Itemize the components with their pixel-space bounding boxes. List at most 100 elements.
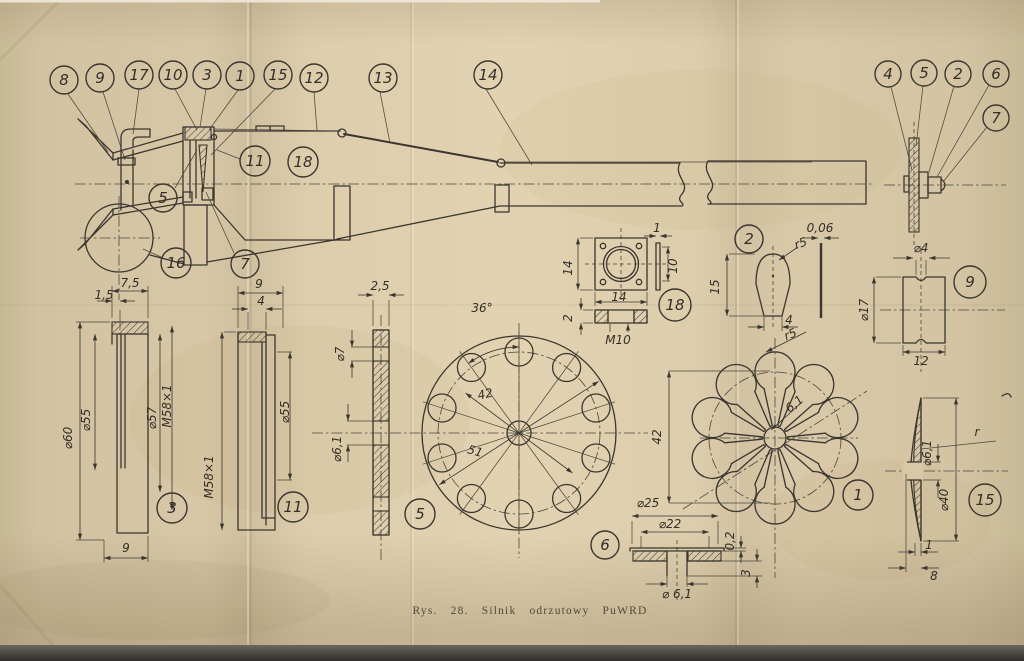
tail-cone <box>213 128 510 240</box>
engine-assembly-view: 8 9 17 10 3 1 15 12 13 14 5 7 11 16 18 <box>49 60 875 300</box>
callout-end-6: 6 <box>982 60 1010 88</box>
callout-13: 13 <box>368 63 398 93</box>
part-number-circle-2: 2 <box>734 224 764 254</box>
stain <box>500 70 900 230</box>
callout-number: 7 <box>991 109 1001 127</box>
wire-eyelet <box>337 128 347 138</box>
callout-leader-lines <box>890 84 990 183</box>
part-number: 11 <box>283 498 302 516</box>
fold-crease-right-light <box>737 0 739 650</box>
dim-label: 14 <box>561 260 575 275</box>
dim-label: 1 <box>925 538 933 552</box>
dim-label: ⌀55 <box>278 401 292 424</box>
dim-label: ⌀ 6,1 <box>662 587 692 601</box>
part-detail-5: 36° 42 51 2,5 ⌀7 ⌀6,1 5 <box>312 279 648 560</box>
dim-label: 9 <box>255 277 263 291</box>
spark-plug <box>117 128 151 211</box>
dim-label: ⌀40 <box>937 488 951 511</box>
dim-label: 2 <box>561 314 575 322</box>
dim-label: r5 <box>782 325 799 343</box>
dim-label: 14 <box>611 290 626 304</box>
valve-head <box>182 126 218 206</box>
part-number: 15 <box>975 491 994 509</box>
dim-label: 4 <box>257 294 265 308</box>
part-detail-11: 9 4 M58×1 ⌀55 11 <box>202 277 309 531</box>
callout-inner-18: 18 <box>287 146 319 178</box>
callout-end-4: 4 <box>874 60 902 88</box>
inner-leader-lines <box>142 149 241 258</box>
part-number-circle-9: 9 <box>953 265 987 299</box>
callout-17: 17 <box>124 60 154 90</box>
dim-label: 7,5 <box>120 276 139 290</box>
hole-leader <box>770 403 801 431</box>
part-number: 5 <box>415 505 425 523</box>
part-number-circle-3: 3 <box>156 492 188 524</box>
callout-number: 7 <box>240 255 250 273</box>
callout-number: 13 <box>373 69 392 87</box>
callout-number: 9 <box>95 69 105 87</box>
callout-10: 10 <box>158 60 188 90</box>
fold-crease-right <box>735 0 737 650</box>
part-number-circle-11: 11 <box>277 491 309 523</box>
callout-9: 9 <box>85 63 115 93</box>
mounting-clamp-front <box>333 185 351 241</box>
part-detail-18: 14 14 1 10 2 M10 18 <box>561 221 692 347</box>
dim-label: 10 <box>666 258 680 274</box>
dim-label: M58×1 <box>202 455 216 498</box>
dim-label: ⌀4 <box>914 241 929 255</box>
fold-crease-mid <box>410 0 412 650</box>
end-view-bar <box>908 137 920 233</box>
callout-1: 1 <box>225 61 255 91</box>
dim-label: r5 <box>792 235 809 252</box>
end-view-hub <box>918 171 946 199</box>
end-view-notch <box>903 175 910 193</box>
part-detail-15: ⌀6,1 r ⌀40 1 8 15 <box>885 397 1008 583</box>
part-number: 3 <box>167 499 177 517</box>
callout-end-2: 2 <box>944 60 972 88</box>
dim-label: r <box>975 425 981 439</box>
callout-number: 14 <box>478 66 497 84</box>
part-number-circle-1: 1 <box>842 479 874 511</box>
callout-number: 15 <box>268 66 287 84</box>
callout-number: 4 <box>883 65 893 83</box>
dim-label: 36° <box>471 301 492 315</box>
callout-number: 2 <box>953 65 963 83</box>
dim-label: 3 <box>739 569 753 577</box>
part-number: 18 <box>665 296 684 314</box>
dim-label: 42 <box>476 386 494 403</box>
part-number-circle-6: 6 <box>590 530 620 560</box>
figure-caption: Rys. 28. Silnik odrzutowy PuWRD <box>412 605 647 617</box>
callout-12: 12 <box>299 63 329 93</box>
corner-crease <box>0 0 62 62</box>
dim-label: 2,5 <box>370 279 389 293</box>
flange-edge-view <box>655 242 661 291</box>
callout-inner-11: 11 <box>239 145 271 177</box>
callout-number: 5 <box>158 189 168 207</box>
part-number-circle-15: 15 <box>968 483 1002 517</box>
dim-label: M58×1 <box>160 384 174 427</box>
diameter-dim-51 <box>439 380 599 486</box>
plate-section <box>372 329 390 536</box>
callout-number: 8 <box>59 71 69 89</box>
dim-label: 1 <box>653 221 661 235</box>
callout-number: 3 <box>202 66 212 84</box>
part-number: 9 <box>965 273 975 291</box>
callout-number: 12 <box>304 69 323 87</box>
scan-edge-top <box>0 0 600 3</box>
callout-number: 17 <box>129 66 149 84</box>
fuel-tank <box>80 196 185 300</box>
dim-label: 12 <box>913 354 928 368</box>
washer-section <box>629 547 725 577</box>
radius-leader <box>920 440 997 450</box>
fold-crease-mid-light <box>412 0 414 650</box>
corner-crease <box>0 584 57 649</box>
angle-dim-arc <box>468 344 520 364</box>
pipe-break <box>677 162 686 207</box>
dim-label: 8 <box>930 569 938 583</box>
stain <box>770 460 990 580</box>
stain <box>130 325 470 515</box>
callout-end-5: 5 <box>910 59 938 87</box>
part-detail-1: 42 r5 6,1 1 <box>650 325 874 578</box>
part-detail-2: r5 15 4 0,06 2 <box>708 221 839 331</box>
